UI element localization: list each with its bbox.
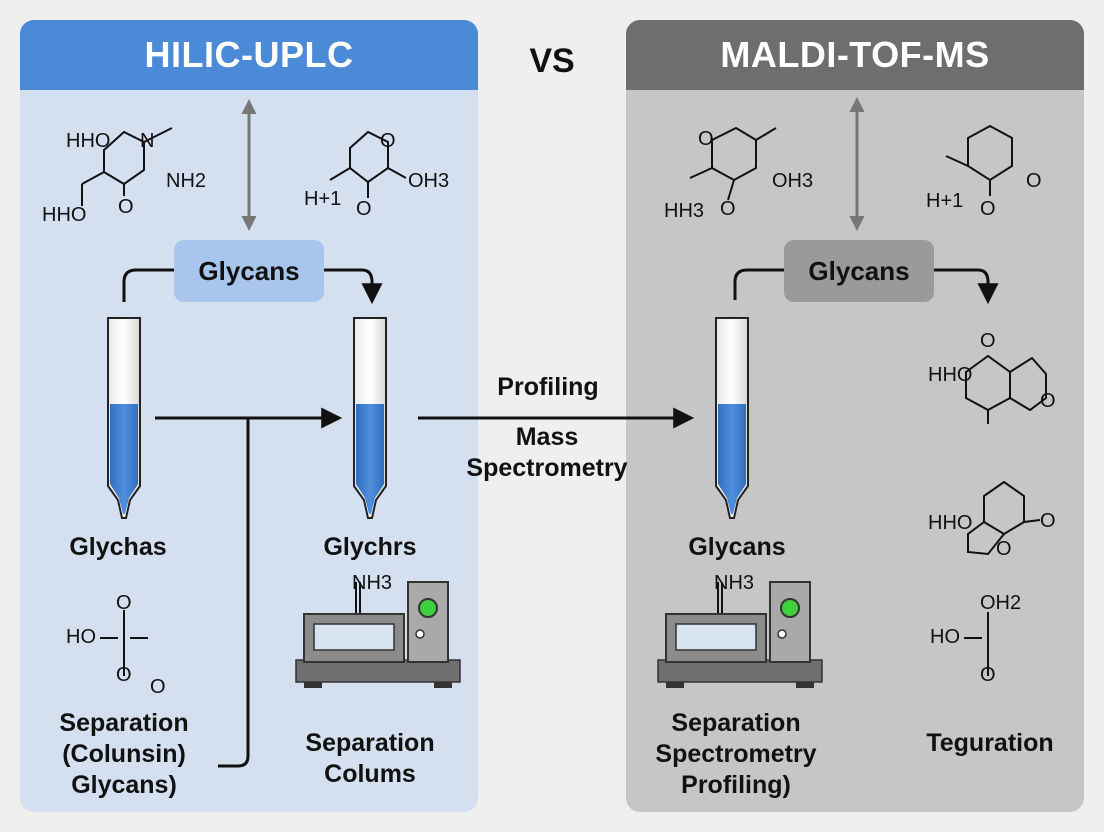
left-instrument-icon xyxy=(295,581,461,688)
right-chem1-d: O xyxy=(720,198,736,220)
right-chem1-b: OH3 xyxy=(772,170,814,192)
left-chem1-e: O xyxy=(118,196,134,218)
left-chem2-d: O xyxy=(356,198,372,220)
left-tube-2 xyxy=(353,317,387,519)
right-bottom-label: Separation Spectrometry Profiling) xyxy=(655,709,817,799)
left-molecule-2 xyxy=(329,130,407,198)
right-instrument-icon xyxy=(657,581,823,688)
right-chem5-b: HO xyxy=(930,626,960,648)
left-molecule-1 xyxy=(81,127,173,206)
right-chem3-a: O xyxy=(980,330,996,352)
right-machine-label: NH3 xyxy=(714,572,755,594)
left-bottom-right-label: Separation Colums xyxy=(305,729,435,788)
left-chem1-a: HHO xyxy=(66,130,111,152)
right-molecule-5 xyxy=(964,612,989,676)
left-chem2-a: O xyxy=(380,130,396,152)
left-glycans-connector xyxy=(122,268,176,302)
left-chem3-a: O xyxy=(116,592,132,614)
mass-spectrometry-label: Mass Spectrometry xyxy=(466,423,628,482)
right-chem1-a: O xyxy=(698,128,714,150)
maldi-tof-ms-title: MALDI-TOF-MS xyxy=(626,20,1084,90)
left-chem1-b: N xyxy=(140,130,155,152)
left-chem3-c: O xyxy=(116,664,132,686)
left-chem3-b: HO xyxy=(66,626,96,648)
right-chem5-c: O xyxy=(980,664,996,686)
left-chem1-c: NH2 xyxy=(166,170,207,192)
profiling-label: Profiling xyxy=(497,373,599,401)
right-tube-label: Glycans xyxy=(688,533,786,561)
right-molecule-1 xyxy=(689,126,777,201)
left-glycans-box: Glycans xyxy=(174,240,324,302)
left-chem2-b: OH3 xyxy=(408,170,450,192)
left-chem3-d: O xyxy=(150,676,166,698)
vs-label: VS xyxy=(529,42,575,80)
left-chem2-c: H+1 xyxy=(304,188,342,210)
left-bottom-label: Separation (Colunsin) Glycans) xyxy=(59,709,189,799)
right-tube xyxy=(715,317,749,519)
right-chem3-c: O xyxy=(1040,390,1056,412)
left-glycans-arrow xyxy=(322,268,383,305)
left-tube-1-label: Glychas xyxy=(69,533,167,561)
left-chem1-d: HHO xyxy=(42,204,87,226)
right-chem2-a: O xyxy=(1026,170,1042,192)
right-molecule-4 xyxy=(967,480,1041,556)
left-tube-1 xyxy=(107,317,141,519)
right-chem2-c: O xyxy=(980,198,996,220)
left-bracket-line xyxy=(218,418,250,768)
right-chem2-b: H+1 xyxy=(926,190,964,212)
right-chem1-c: HH3 xyxy=(664,200,705,222)
right-chem5-a: OH2 xyxy=(980,592,1022,614)
right-glycans-connector xyxy=(733,268,786,300)
right-side-label: Teguration xyxy=(926,729,1054,757)
left-machine-label: NH3 xyxy=(352,572,393,594)
right-chem4-c: O xyxy=(1040,510,1056,532)
right-chem3-b: HHO xyxy=(928,364,973,386)
hilic-uplc-title: HILIC-UPLC xyxy=(20,20,478,90)
right-glycans-arrow xyxy=(934,268,999,305)
right-glycans-box: Glycans xyxy=(784,240,934,302)
right-molecule-2 xyxy=(945,124,1013,196)
right-chem4-b: O xyxy=(996,538,1012,560)
right-chem4-a: HHO xyxy=(928,512,973,534)
left-molecule-3 xyxy=(100,610,148,676)
left-tube-2-label: Glychrs xyxy=(323,533,417,561)
right-molecule-3 xyxy=(965,354,1047,424)
